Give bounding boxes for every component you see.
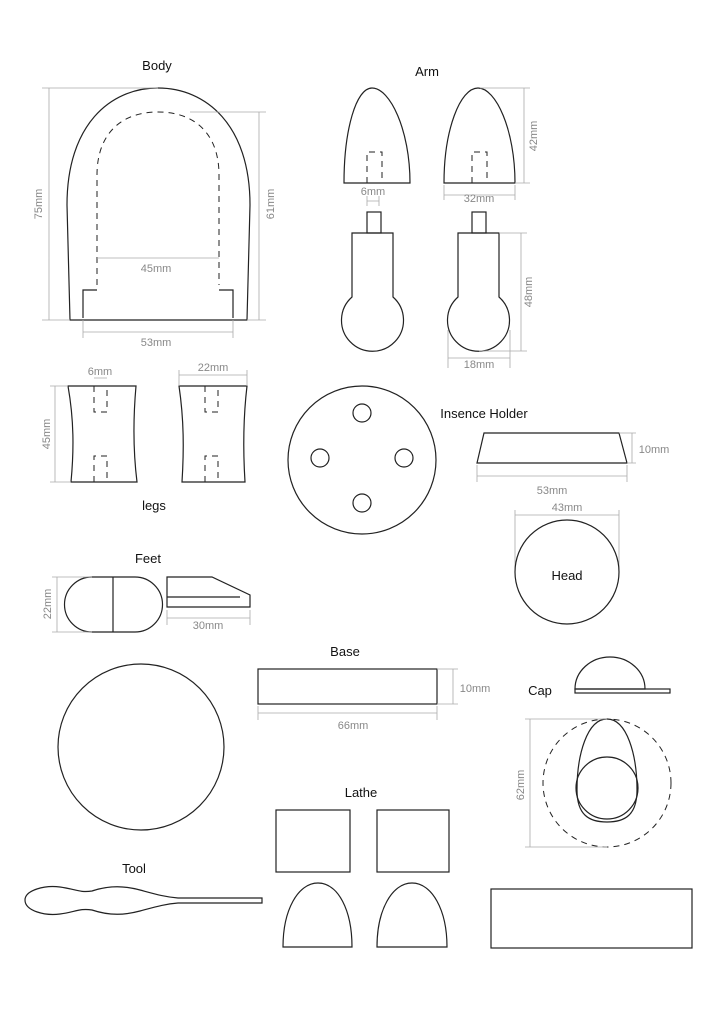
holder-side: [476, 432, 628, 464]
lathe-dome-left: [282, 882, 353, 948]
cap-plate: [574, 688, 671, 694]
base-title: Base: [330, 644, 360, 659]
tool-title: Tool: [122, 861, 146, 876]
tool-handle: [24, 885, 263, 916]
dim-head-width: 43mm: [552, 502, 583, 514]
leg-left: [67, 385, 138, 483]
dim-feet-height: 22mm: [42, 589, 54, 620]
leg-right: [178, 385, 248, 483]
body-part: Body 45mm 53mm 75mm 61mm: [33, 58, 277, 349]
dim-base-width: 66mm: [338, 720, 369, 732]
holder-disk: [287, 385, 437, 535]
arm-lower-left: [340, 232, 405, 352]
base-side: [257, 668, 438, 705]
lathe-dome-right: [376, 882, 448, 948]
dim-holder-width: 53mm: [537, 485, 568, 497]
head-part: 43mm Head: [514, 502, 620, 625]
dim-legs-height: 45mm: [41, 419, 53, 450]
legs-part: 6mm 22mm 45mm legs: [41, 362, 248, 513]
legs-title: legs: [142, 498, 166, 513]
lathe-part: Lathe: [275, 785, 693, 949]
cap-outline-dashed: [542, 718, 672, 848]
arm-top-right: [443, 87, 516, 184]
lathe-block-left: [275, 809, 351, 873]
feet-part: Feet 22mm 30mm: [42, 551, 251, 633]
lathe-title: Lathe: [345, 785, 378, 800]
dim-arm-lower-height: 48mm: [523, 277, 535, 308]
arm-part: Arm 6mm 32mm 42mm 48mm 18mm: [340, 64, 540, 371]
cap-title: Cap: [528, 683, 552, 698]
cap-dome: [574, 656, 646, 690]
dim-feet-length: 30mm: [193, 620, 224, 632]
insence-holder-part: Insence Holder 10mm 53mm: [287, 385, 670, 535]
arm-top-left: [343, 87, 411, 184]
dim-body-height: 75mm: [33, 189, 45, 220]
base-disk: [57, 663, 225, 831]
insence-holder-title: Insence Holder: [440, 406, 528, 421]
arm-lower-right: [446, 232, 511, 352]
dim-body-width: 53mm: [141, 337, 172, 349]
dim-body-inner-width: 45mm: [141, 263, 172, 275]
dim-arm-height: 42mm: [528, 121, 540, 152]
dim-holder-height: 10mm: [639, 444, 670, 456]
cap-part: Cap 62mm: [515, 656, 672, 848]
lathe-bar: [490, 888, 693, 949]
body-inner-cavity: [96, 111, 220, 285]
head-circle: [514, 519, 620, 625]
dim-legs-peg: 6mm: [88, 366, 112, 378]
dim-arm-width: 32mm: [464, 193, 495, 205]
dim-arm-lower-width: 18mm: [464, 359, 495, 371]
body-title: Body: [142, 58, 172, 73]
arm-title: Arm: [415, 64, 439, 79]
dim-base-height: 10mm: [460, 683, 491, 695]
feet-top: [63, 576, 164, 633]
feet-side: [166, 576, 251, 608]
dim-cap-height: 62mm: [515, 770, 527, 801]
dim-legs-width: 22mm: [198, 362, 229, 374]
head-title: Head: [551, 568, 582, 583]
tool-part: Tool: [24, 861, 263, 916]
dim-arm-peg: 6mm: [361, 186, 385, 198]
base-part: Base 10mm 66mm: [57, 644, 491, 831]
cap-egg: [576, 718, 638, 823]
lathe-block-right: [376, 809, 450, 873]
dim-body-inner-height: 61mm: [265, 189, 277, 220]
body-outline: [66, 87, 251, 321]
body-steps: [82, 289, 234, 318]
feet-title: Feet: [135, 551, 161, 566]
